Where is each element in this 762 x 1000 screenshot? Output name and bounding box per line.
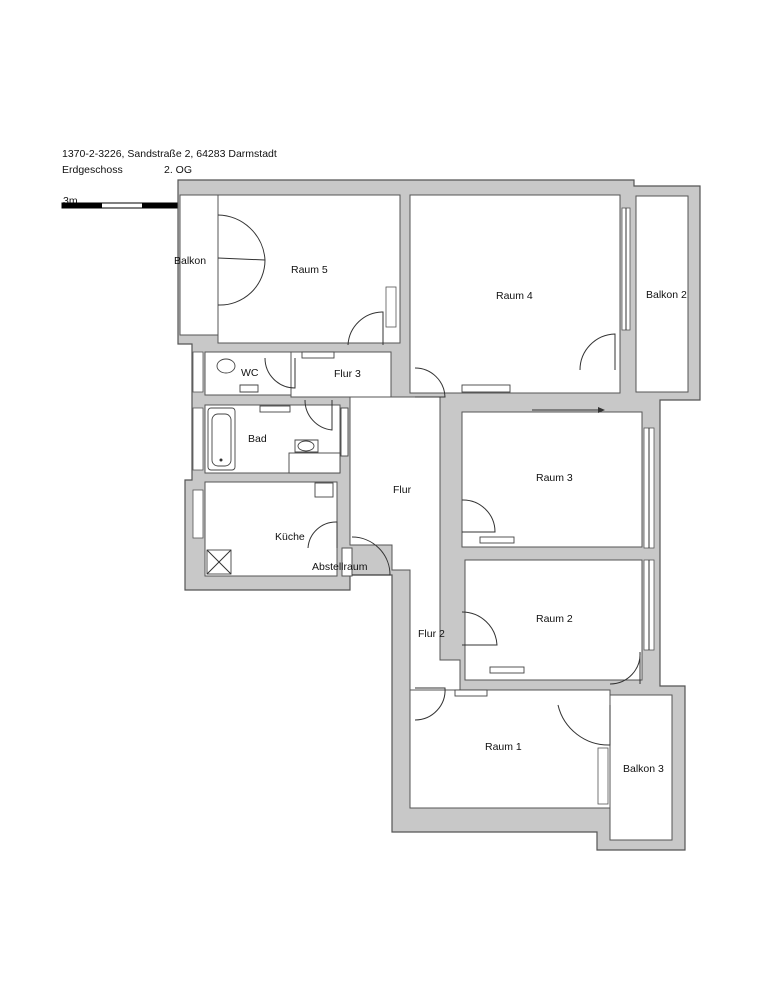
radiator-raum-4 (461, 384, 511, 393)
toilet (216, 358, 236, 374)
label-raum-1: Raum 1 (485, 741, 522, 753)
label-raum-2: Raum 2 (536, 613, 573, 625)
label-abstellraum: Abstellraum (312, 561, 368, 573)
kitchen-appliance (314, 482, 334, 498)
scale-bar (61, 202, 185, 209)
label-balkon: Balkon (174, 255, 206, 267)
radiator-flur (340, 407, 349, 457)
label-kueche: Küche (275, 531, 305, 543)
room-raum-3 (461, 411, 643, 548)
room-interiors (179, 194, 689, 841)
door-swings (217, 214, 641, 746)
bathtub-inner (211, 413, 232, 467)
floor-level-text: 2. OG (164, 164, 193, 176)
room-raum-1 (409, 689, 611, 809)
label-flur-2: Flur 2 (418, 628, 445, 640)
label-raum-5: Raum 5 (291, 264, 328, 276)
room-raum-4 (409, 194, 621, 394)
address-text: 1370-2-3226, Sandstraße 2, 64283 Darmsta… (62, 148, 277, 160)
room-abstellraum (341, 547, 353, 577)
label-balkon-2: Balkon 2 (646, 289, 687, 301)
shower-tray (288, 452, 341, 474)
fixtures (206, 351, 525, 697)
room-labels: Balkon Raum 5 Raum 4 Balkon 2 WC Flur 3 … (174, 255, 687, 775)
radiator-raum-1 (454, 689, 488, 697)
label-raum-3: Raum 3 (536, 472, 573, 484)
label-flur-3: Flur 3 (334, 368, 361, 380)
room-flur-3 (290, 351, 392, 398)
label-balkon-3: Balkon 3 (623, 763, 664, 775)
radiator-bad (259, 405, 291, 413)
room-raum-2 (464, 559, 643, 681)
floor-name-text: Erdgeschoss (62, 164, 123, 176)
room-balkon-3 (609, 694, 673, 841)
windows (192, 207, 655, 805)
label-wc: WC (241, 367, 259, 379)
radiator-flur-3 (301, 351, 335, 359)
label-flur: Flur (393, 484, 412, 496)
room-raum-5 (217, 194, 401, 344)
label-raum-4: Raum 4 (496, 290, 533, 302)
radiator-raum-2 (489, 666, 525, 674)
room-balkon (179, 194, 219, 336)
radiator-raum-3 (479, 536, 515, 544)
wc-sink (239, 384, 259, 393)
room-balkon-2 (635, 195, 689, 393)
label-bad: Bad (248, 433, 267, 445)
